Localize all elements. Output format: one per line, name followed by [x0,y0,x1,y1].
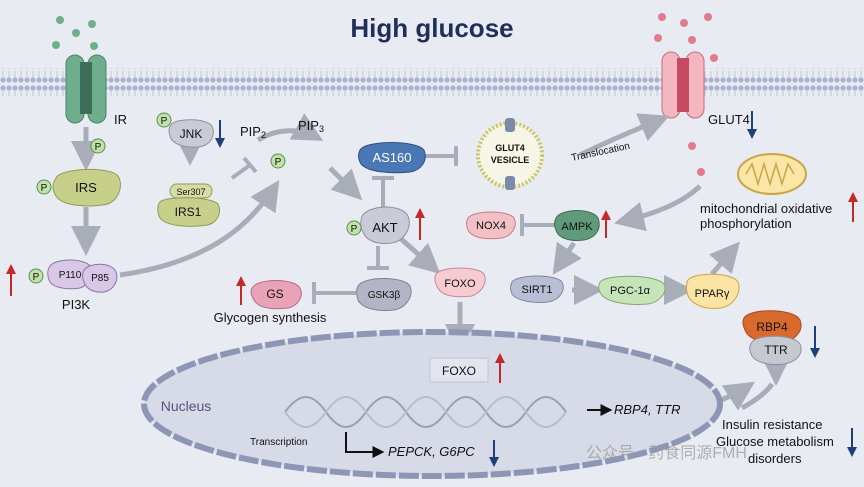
irs-label: IRS [75,180,97,195]
glycogen-synthesis-label: Glycogen synthesis [214,310,327,325]
p110-label: P110 [59,270,82,281]
mitochondrion-icon [737,153,807,195]
p110-subunit-shape [47,259,93,290]
gs-label: GS [266,287,283,301]
nucleus-label: Nucleus [161,398,212,414]
sirt1-protein-shape [510,275,564,303]
cell-membrane [0,68,864,96]
glucose-dots-left [52,16,98,50]
mito-label-line1: mitochondrial oxidative [700,201,832,216]
phospho-badge-pip [270,153,286,169]
mito-label-line2: phosphorylation [700,216,792,231]
nucleus-envelope [141,329,723,479]
sirt1-label: SIRT1 [522,284,553,296]
phospho-label-pip: P [275,157,282,168]
akt-label: AKT [372,220,397,235]
phospho-label-akt: P [351,224,358,235]
vesicle-label-line2: VESICLE [491,155,530,165]
phospho-badges: P P P P P P [28,112,362,284]
irs1-label: IRS1 [175,205,202,219]
dna-helix-icon [284,396,567,428]
phospho-label-jnk: P [161,116,168,127]
phospho-badge-pi3k [28,268,44,284]
transcription-label: Transcription [250,437,307,448]
transcription-arrow [345,432,385,458]
pepck-g6pc-label: PEPCK, G6PC [388,444,475,459]
phospho-badge-ir [90,138,106,154]
p85-subunit-shape [82,263,118,293]
pip2-label: PIP2 [240,124,266,140]
glut4-vesicle [476,121,544,189]
outcome-line1: Insulin resistance [722,417,822,432]
pi3k-label: PI3K [62,297,91,312]
vesicle-transporter-bottom [505,176,515,190]
watermark: 公众号 · 药食同源FMH [586,444,747,462]
inhibition-lines [230,146,560,304]
irs-protein-shape [52,168,121,207]
rbp4-label: RBP4 [756,320,788,334]
jnk-protein-shape [168,119,214,148]
ttr-label: TTR [764,343,788,357]
diagram-title: High glucose [350,13,513,43]
nox4-label: NOX4 [476,220,506,232]
foxo-nuclear-box [429,357,489,383]
foxo-protein-shape [434,267,486,298]
ttr-protein-shape [749,335,802,365]
pgc1a-label: PGC-1α [610,285,651,297]
ampk-label: AMPK [561,221,593,233]
ir-label: IR [114,112,127,127]
outcome-line2: Glucose metabolism [716,434,834,449]
glut4-label: GLUT4 [708,112,750,127]
phospho-badge-irs [36,179,52,195]
akt-protein-shape [360,206,410,245]
gs-protein-shape [250,280,302,310]
ppar-label: PPARγ [695,288,730,300]
irs1-protein-shape [157,197,221,227]
as160-label: AS160 [372,150,411,165]
ppar-protein-shape [686,273,740,309]
as160-protein-shape [358,142,426,174]
pgc1a-protein-shape [598,275,666,305]
nox4-protein-shape [466,211,516,240]
glut4-transporter-icon [661,51,705,119]
signal-arrows [71,113,791,413]
phospho-label-ir: P [95,142,102,153]
gsk3b-protein-shape [356,278,412,311]
vesicle-label-line1: GLUT4 [495,143,525,153]
ampk-protein-shape [554,210,600,241]
gsk3b-label: GSK3β [368,290,401,301]
pip3-label: PIP3 [298,118,324,134]
ir-receptor-icon [65,54,107,124]
rbp4-ttr-gene-label: RBP4, TTR [614,402,680,417]
vesicle-transporter-top [505,118,515,132]
ser307-label: Ser307 [176,187,205,197]
p85-label: P85 [91,273,109,284]
phospho-label-pi3k: P [33,272,40,283]
foxo-label: FOXO [444,278,476,290]
phospho-label-irs: P [41,183,48,194]
phospho-badge-jnk [156,112,172,128]
outcome-line3: disorders [748,451,802,466]
foxo-nuclear-label: FOXO [442,364,476,378]
jnk-label: JNK [180,127,203,141]
